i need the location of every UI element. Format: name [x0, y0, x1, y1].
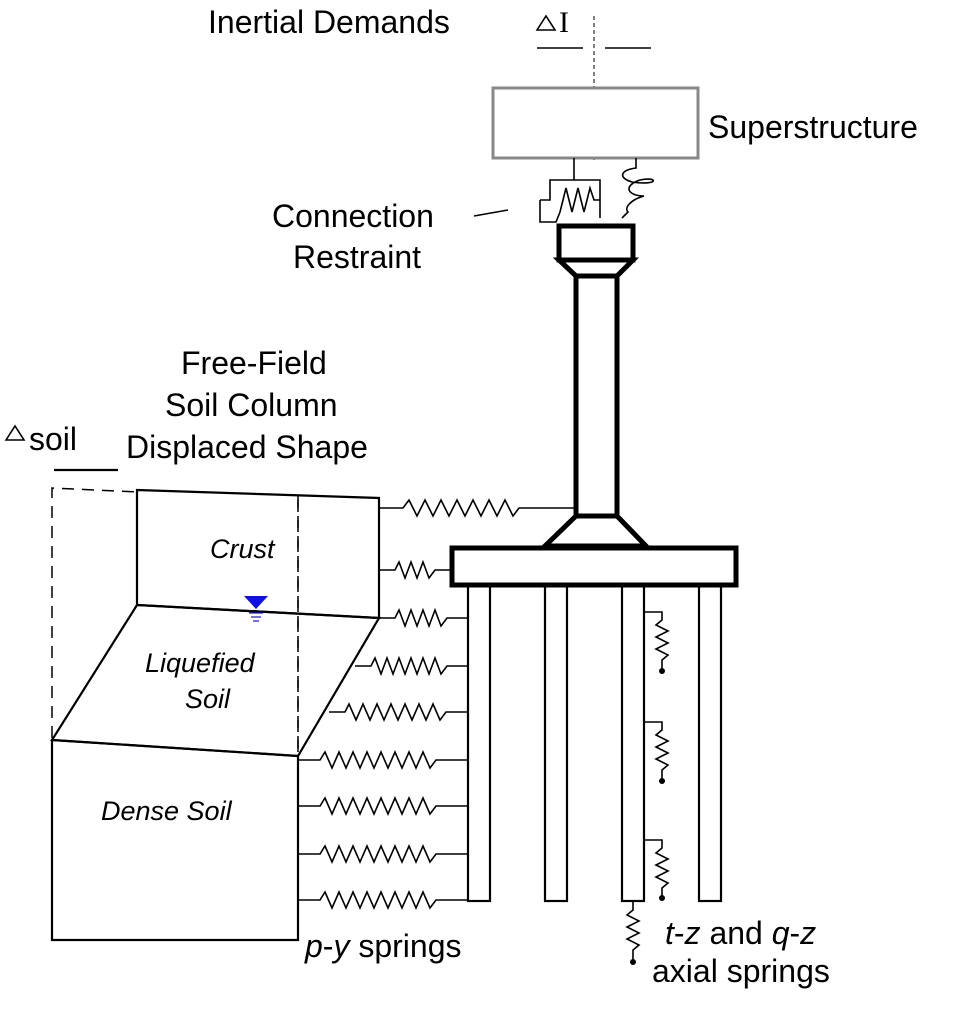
tz-z2: z	[799, 915, 816, 951]
freefield-label-line2: Soil Column	[165, 387, 338, 423]
crust-label: Crust	[210, 534, 276, 564]
tz-and: and	[701, 915, 772, 951]
py-spring	[329, 702, 468, 722]
delta-i-symbol: I	[535, 6, 569, 39]
py-p: p	[304, 928, 323, 964]
original-soil-column	[51, 487, 299, 754]
py-dash: -	[323, 928, 334, 964]
freefield-label-line3: Displaced Shape	[126, 429, 368, 465]
superstructure-label: Superstructure	[708, 109, 918, 145]
tz-q: q	[772, 915, 790, 951]
connection-leader-line	[473, 209, 509, 217]
tz-t: t	[665, 915, 675, 951]
bridge-column	[538, 223, 652, 549]
liquefied-label-line2: Soil	[185, 684, 231, 714]
tz-dash2: -	[790, 915, 801, 951]
pile	[466, 583, 492, 903]
qz-spring	[625, 901, 641, 965]
connection-restraint-springs	[539, 158, 655, 223]
connection-label-line1: Connection	[272, 198, 434, 234]
tz-z1: z	[684, 915, 701, 951]
freefield-label-line1: Free-Field	[181, 345, 327, 381]
delta-soil-label: soil	[29, 421, 77, 457]
py-spring	[298, 750, 468, 770]
delta-i-label: I	[559, 6, 569, 39]
pile	[543, 583, 569, 903]
superstructure-box	[491, 86, 700, 160]
piles	[466, 583, 723, 903]
liquefied-label-line1: Liquefied	[145, 648, 256, 678]
py-spring	[355, 655, 468, 677]
dense-soil-label: Dense Soil	[101, 796, 233, 826]
py-spring	[379, 498, 576, 518]
py-springs-label: p-y springs	[304, 928, 462, 964]
pile	[620, 583, 646, 903]
py-rest: springs	[349, 928, 461, 964]
tz-qz-label-line1: t-z and q-z	[665, 915, 816, 951]
delta-icon	[535, 14, 557, 31]
delta-soil-symbol: soil	[4, 421, 77, 457]
tz-springs	[625, 611, 670, 965]
inertial-demands-label: Inertial Demands	[208, 4, 450, 40]
pile	[697, 583, 723, 903]
py-spring	[298, 844, 468, 864]
py-springs	[298, 498, 576, 910]
water-table-icon	[244, 596, 268, 622]
tz-spring	[644, 839, 670, 901]
tz-spring	[644, 611, 670, 674]
py-y: y	[331, 928, 351, 964]
pile-cap	[449, 545, 739, 588]
delta-icon	[4, 424, 26, 441]
connection-label-line2: Restraint	[293, 239, 421, 275]
py-spring	[379, 559, 452, 581]
tz-spring	[644, 721, 670, 784]
py-spring	[298, 796, 468, 816]
axial-springs-label: axial springs	[652, 953, 830, 989]
py-spring	[379, 607, 468, 629]
tz-dash1: -	[674, 915, 685, 951]
py-spring	[298, 890, 468, 910]
